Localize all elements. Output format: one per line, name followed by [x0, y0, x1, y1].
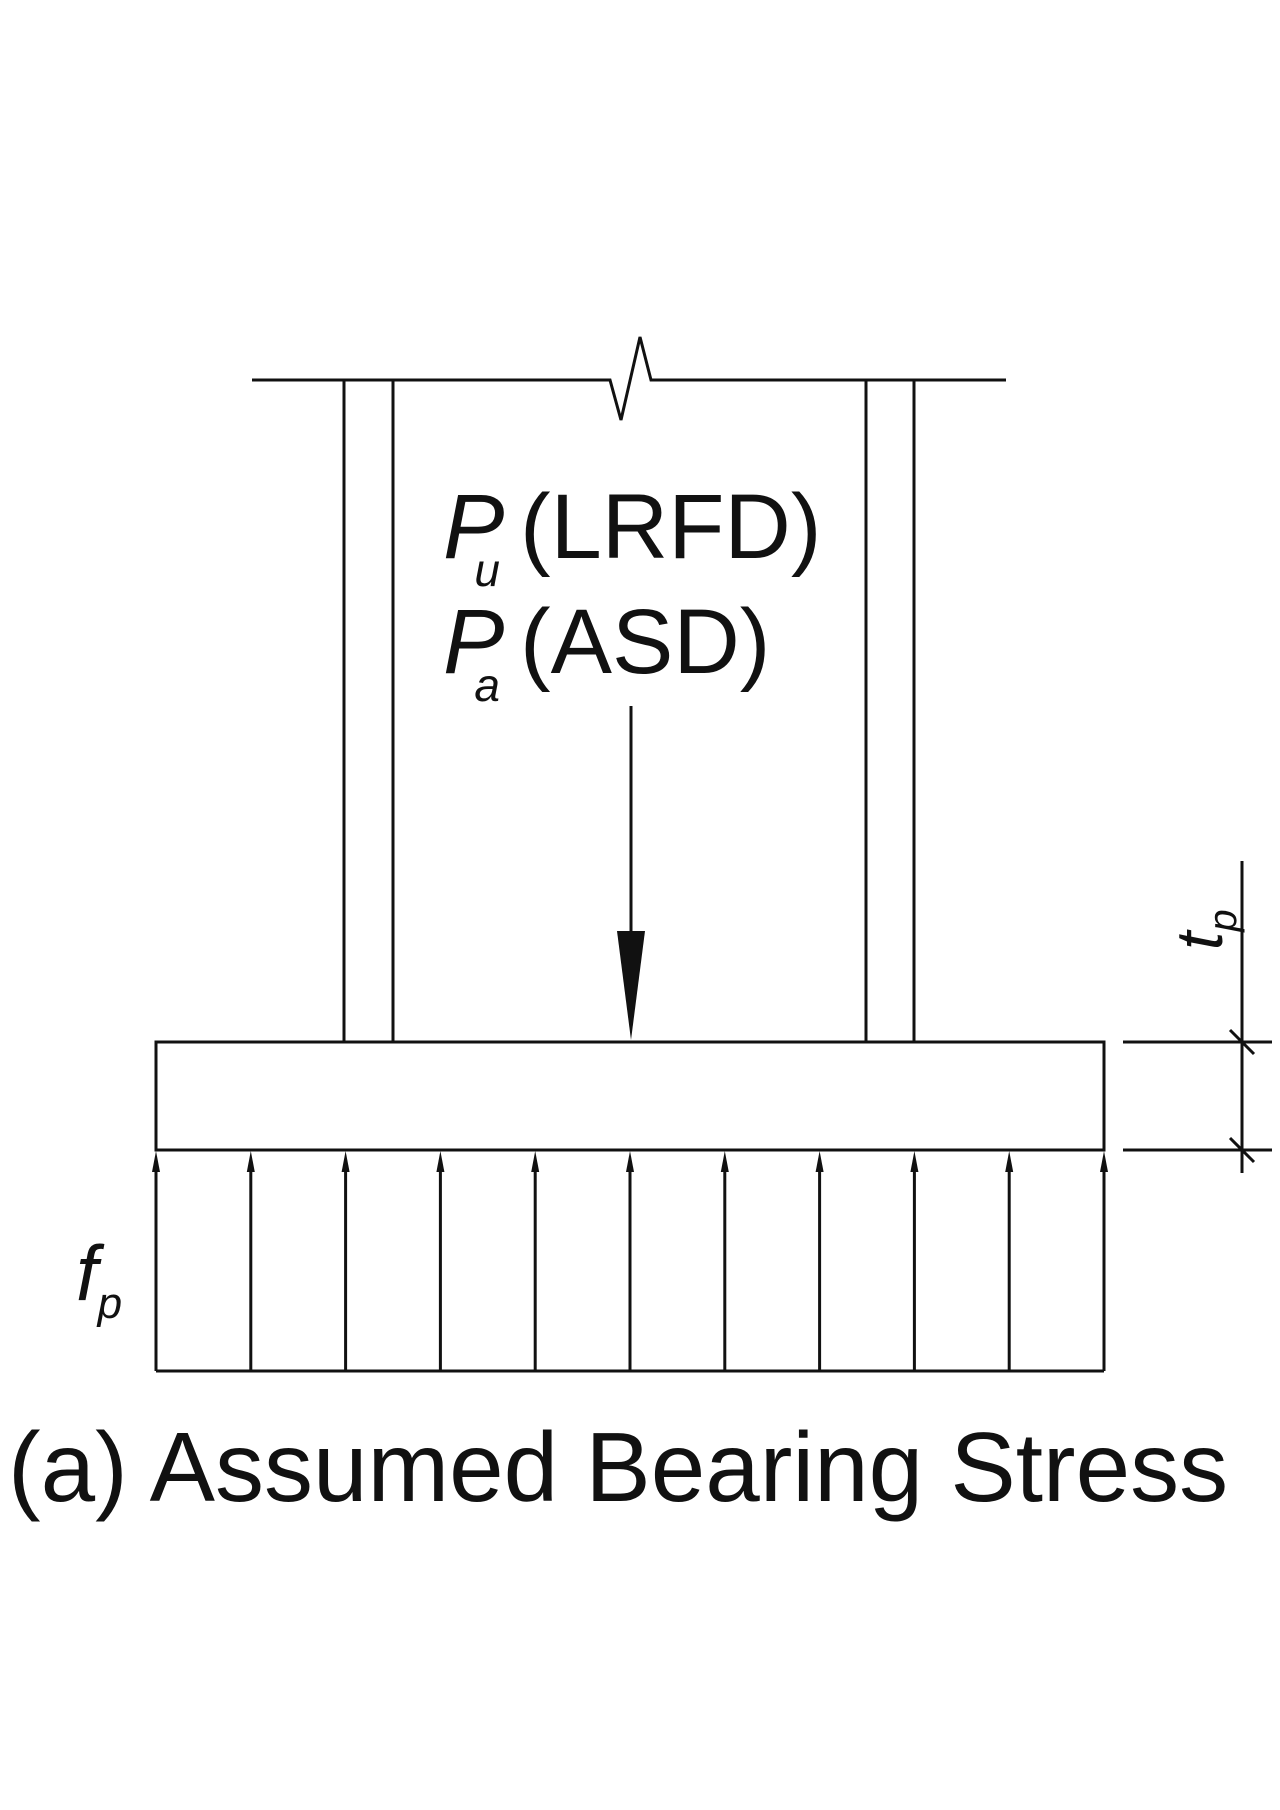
thickness-label: tp	[1162, 909, 1245, 950]
bearing-stress-arrow	[1100, 1151, 1108, 1371]
bearing-stress-arrow	[910, 1151, 919, 1371]
bearing-stress-arrow	[626, 1151, 634, 1371]
bearing-stress-block	[152, 1151, 1108, 1373]
bearing-stress-arrow	[815, 1151, 824, 1371]
asd-load-label: Pa(ASD)	[443, 591, 770, 711]
bearing-stress-arrow	[436, 1151, 445, 1371]
column-break-line	[252, 336, 1006, 421]
plate-thickness-dimension	[1123, 861, 1272, 1173]
base-plate	[154, 1040, 1106, 1152]
bearing-stress-arrow	[152, 1151, 160, 1371]
bearing-stress-label: fp	[76, 1229, 122, 1328]
bearing-stress-arrow	[1005, 1151, 1014, 1371]
column-right-flange	[864, 380, 916, 1042]
bearing-stress-arrow	[531, 1151, 540, 1371]
figure-caption: (a) Assumed Bearing Stress	[8, 1412, 1228, 1522]
bearing-stress-arrow	[246, 1151, 255, 1371]
bearing-stress-arrow	[341, 1151, 350, 1371]
column-left-flange	[342, 380, 395, 1042]
axial-load-arrow	[617, 706, 645, 1040]
lrfd-load-label: Pu(LRFD)	[443, 476, 821, 596]
bearing-stress-arrow	[720, 1151, 729, 1371]
